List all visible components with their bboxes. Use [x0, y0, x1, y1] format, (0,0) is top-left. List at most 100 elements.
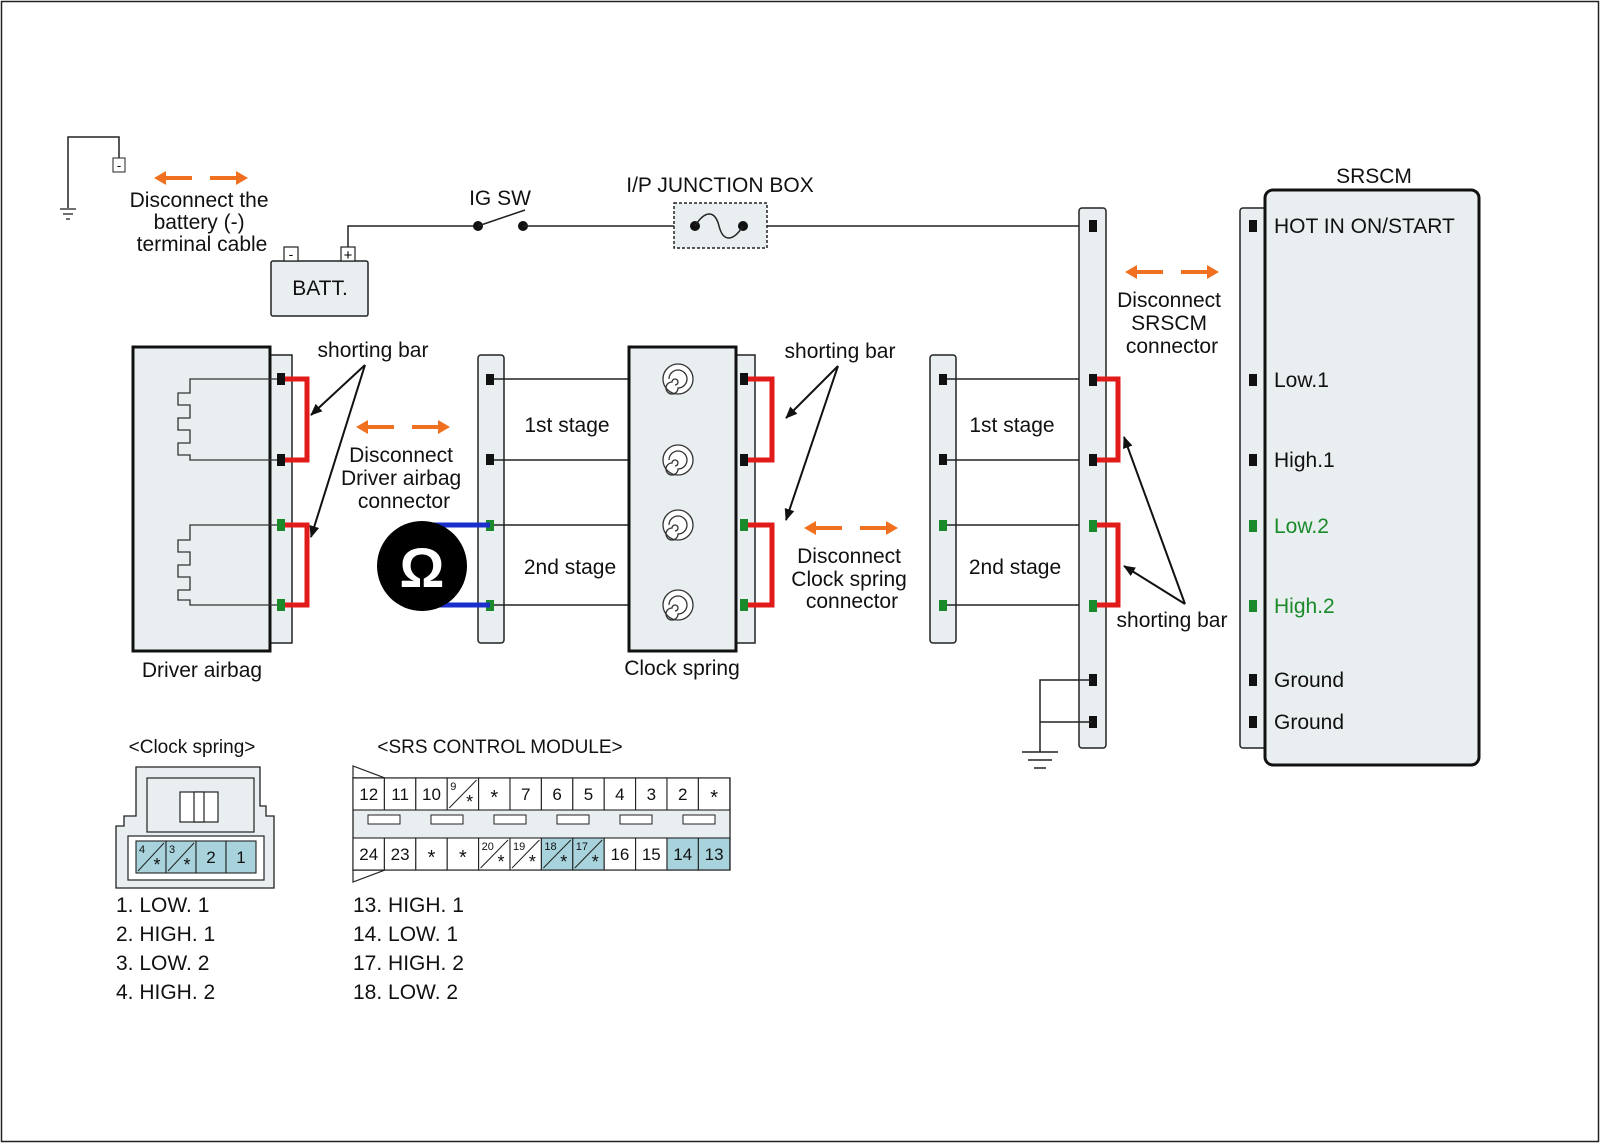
airbag-note-line-2: Driver airbag: [341, 467, 461, 490]
airbag-pin-2: [277, 454, 285, 466]
wires-srscm-side: [947, 378, 1092, 606]
clock-spring-pin-legend: 1. LOW. 12. HIGH. 13. LOW. 24. HIGH. 2: [116, 894, 215, 1004]
srs-connector-top-pin-number: 12: [359, 785, 378, 804]
srs-connector-bottom-cell: 20*: [478, 837, 511, 872]
srs-connector-top-cell: 5: [572, 777, 605, 811]
stage-1-label-right: 1st stage: [969, 414, 1054, 437]
clock-note-line-3: connector: [806, 590, 898, 613]
srscm-pin-1: [1249, 220, 1257, 232]
legend-item: 18. LOW. 2: [353, 981, 458, 1004]
srs-connector-bottom-pin-number: 18: [544, 841, 556, 853]
ohmmeter-icon: [377, 521, 467, 611]
latch-slot: [556, 814, 590, 825]
srs-connector-bottom-cell: 13: [697, 837, 731, 871]
clock-spring-side-connector: [929, 354, 957, 644]
airbag-shorting-bar-2: [285, 522, 310, 608]
srscm-pin-5: [1249, 600, 1257, 612]
battery-note-line-1: Disconnect the: [130, 189, 269, 212]
battery: - + BATT.: [270, 246, 369, 317]
coil-icon-3: [662, 509, 694, 541]
srs-connector-top-pin-number: 2: [678, 785, 687, 804]
driver-airbag-disconnect-arrow-icon: [356, 420, 450, 434]
srs-connector-top-star-mark: *: [466, 792, 473, 812]
clock-note-line-1: Disconnect: [797, 545, 901, 568]
clock-spring-connector-title: <Clock spring>: [129, 737, 256, 758]
srscm-pin-3: [1249, 454, 1257, 466]
srs-connector-bottom-cell: 19*: [509, 837, 542, 872]
srs-connector-top-cell: 7: [509, 777, 542, 811]
srscm-pin-label-6: Ground: [1274, 669, 1344, 692]
legend-item: 2. HIGH. 1: [116, 923, 215, 946]
srscm-note-line-1: Disconnect: [1117, 289, 1221, 312]
srs-control-module-connector-title: <SRS CONTROL MODULE>: [377, 737, 622, 758]
srs-connector-bottom-pin-number: 17: [576, 841, 588, 853]
srscm-pin-label-2: Low.1: [1274, 369, 1329, 392]
srscm-note-line-2: SRSCM: [1131, 312, 1207, 335]
srs-connector-top-cell: 3: [635, 777, 668, 811]
srs-connector-top-star-mark: *: [490, 787, 498, 809]
srs-connector-bottom-star-mark: *: [529, 852, 536, 872]
battery-note-line-2: battery (-): [154, 211, 245, 234]
ground-minus-label: -: [117, 158, 121, 173]
clock-spring-connector-cell: 3*: [165, 840, 197, 875]
battery-ground-cable: -: [60, 136, 126, 220]
srs-connector-bottom-star-mark: *: [592, 852, 599, 872]
ig-sw-label: IG SW: [469, 187, 531, 210]
srs-connector-bottom-pin-number: 15: [642, 845, 661, 864]
airbag-pin-3: [277, 519, 285, 531]
srscm-pin-label-7: Ground: [1274, 711, 1344, 734]
srs-connector-top-cell: 4: [603, 777, 637, 811]
clock-spring-connector-cell: 1: [225, 840, 257, 874]
shorting-bar-pointer-3: [785, 365, 839, 419]
srs-connector-bottom-pin-number: 24: [359, 845, 378, 864]
srscm-pin-label-1: HOT IN ON/START: [1274, 215, 1455, 238]
shorting-bar-pointer-5: [1123, 436, 1186, 605]
srs-connector-top-cell: *: [478, 777, 511, 811]
srs-connector-top-pin-number: 11: [391, 785, 409, 804]
shorting-bar-label-clock: shorting bar: [785, 340, 896, 363]
srs-connector-top-cell: 2: [666, 777, 699, 811]
stage-2-label-left: 2nd stage: [524, 556, 616, 579]
airbag-squib-1-icon: [177, 378, 280, 461]
srscm-pin-7: [1249, 716, 1257, 728]
srscm-module: HOT IN ON/START Low.1High.1Low.2High.2Gro…: [1239, 188, 1481, 767]
srs-connector-bottom-cell: 24: [352, 837, 385, 871]
clock-spring-connector-pin-number: 4: [139, 844, 145, 856]
latch-slot: [493, 814, 527, 825]
clock-spring-connector-pin-number: 1: [236, 848, 245, 867]
srs-connector-top-pin-number: 9: [450, 781, 456, 793]
clock-spring-harness-connector: [477, 354, 505, 644]
srs-connector-bottom-star-mark: *: [428, 847, 436, 869]
shorting-bar-pointer-2: [309, 364, 366, 538]
srscm-pin-label-4: Low.2: [1274, 515, 1329, 538]
srs-connector-bottom-cell: 23: [383, 837, 417, 871]
coil-icon-4: [662, 589, 694, 621]
srscm-pin-2: [1249, 374, 1257, 386]
srscm-pin-label-3: High.1: [1274, 449, 1335, 472]
clock-spring-label: Clock spring: [624, 657, 740, 680]
battery-disconnect-note: Disconnect the battery (-) terminal cabl…: [130, 189, 275, 256]
srscm-pin-list: HOT IN ON/START Low.1High.1Low.2High.2Gro…: [1249, 215, 1455, 734]
srs-connector-bottom-pin-number: 23: [391, 845, 410, 864]
srs-connector-bottom-star-mark: *: [497, 852, 504, 872]
legend-item: 3. LOW. 2: [116, 952, 209, 975]
airbag-note-line-1: Disconnect: [349, 444, 453, 467]
latch-slot: [682, 814, 716, 825]
airbag-note-line-3: connector: [358, 490, 450, 513]
srs-connector-bottom-cell: 16: [603, 837, 637, 871]
srs-connector-bottom-cell: *: [446, 837, 480, 871]
stage-1-label-left: 1st stage: [524, 414, 609, 437]
srscm-disconnect-arrow-icon: [1125, 265, 1219, 279]
battery-disconnect-arrow-icon: [154, 171, 248, 185]
srscm-pin-label-5: High.2: [1274, 595, 1335, 618]
fuse-icon: [694, 213, 744, 239]
shorting-bar-label-srscm: shorting bar: [1117, 609, 1228, 632]
shorting-bar-pointer-1: [310, 364, 366, 416]
clock-spring-connector-cell: 4*: [135, 840, 167, 875]
shorting-bar-pointer-6: [1123, 565, 1186, 605]
srs-connector-bottom-cell: *: [415, 837, 448, 871]
ip-junction-box-label: I/P JUNCTION BOX: [626, 174, 813, 197]
